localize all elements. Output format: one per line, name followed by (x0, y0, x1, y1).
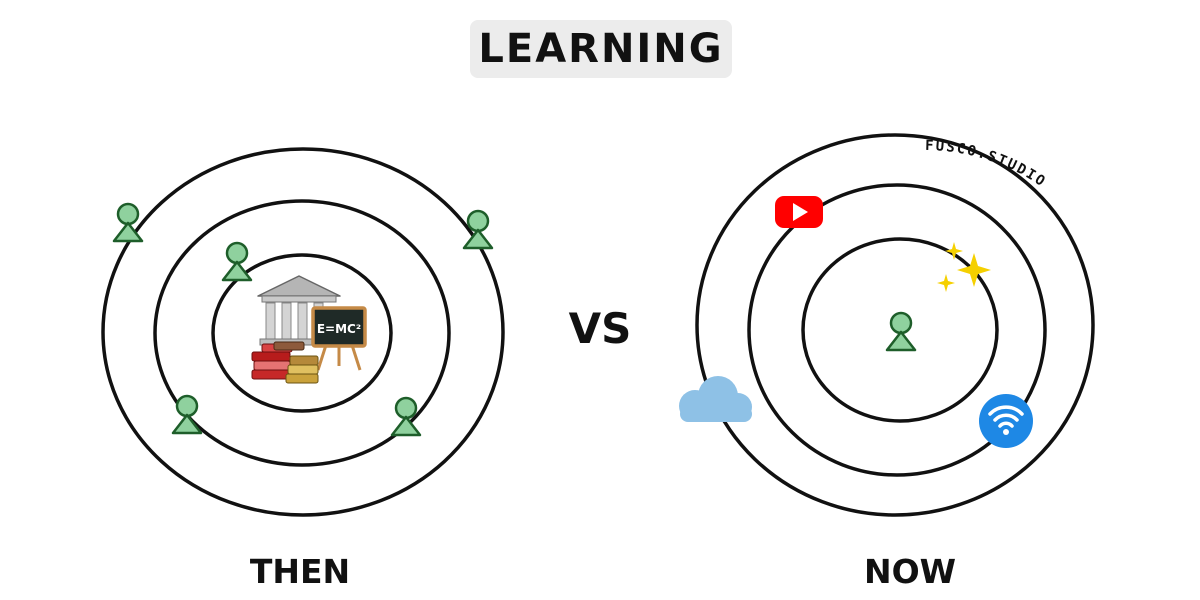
then-label: THEN (220, 552, 380, 591)
then-diagram: E=MC² (103, 149, 503, 515)
wifi-icon (979, 394, 1033, 448)
person-icon (887, 313, 915, 350)
cloud-icon (679, 376, 752, 422)
watermark-path: FUSCO.STUDIO (925, 138, 1049, 191)
blackboard-text: E=MC² (317, 322, 361, 336)
now-diagram: FUSCO.STUDIO (679, 135, 1093, 515)
books-icon (252, 342, 318, 383)
person-icon (173, 396, 201, 433)
now-label: NOW (830, 552, 990, 591)
person-icon (114, 204, 142, 241)
vs-label: VS (560, 304, 640, 353)
watermark-text: FUSCO.STUDIO (925, 138, 1049, 191)
person-icon (223, 243, 251, 280)
blackboard-icon: E=MC² (313, 308, 365, 370)
youtube-icon (775, 196, 823, 228)
